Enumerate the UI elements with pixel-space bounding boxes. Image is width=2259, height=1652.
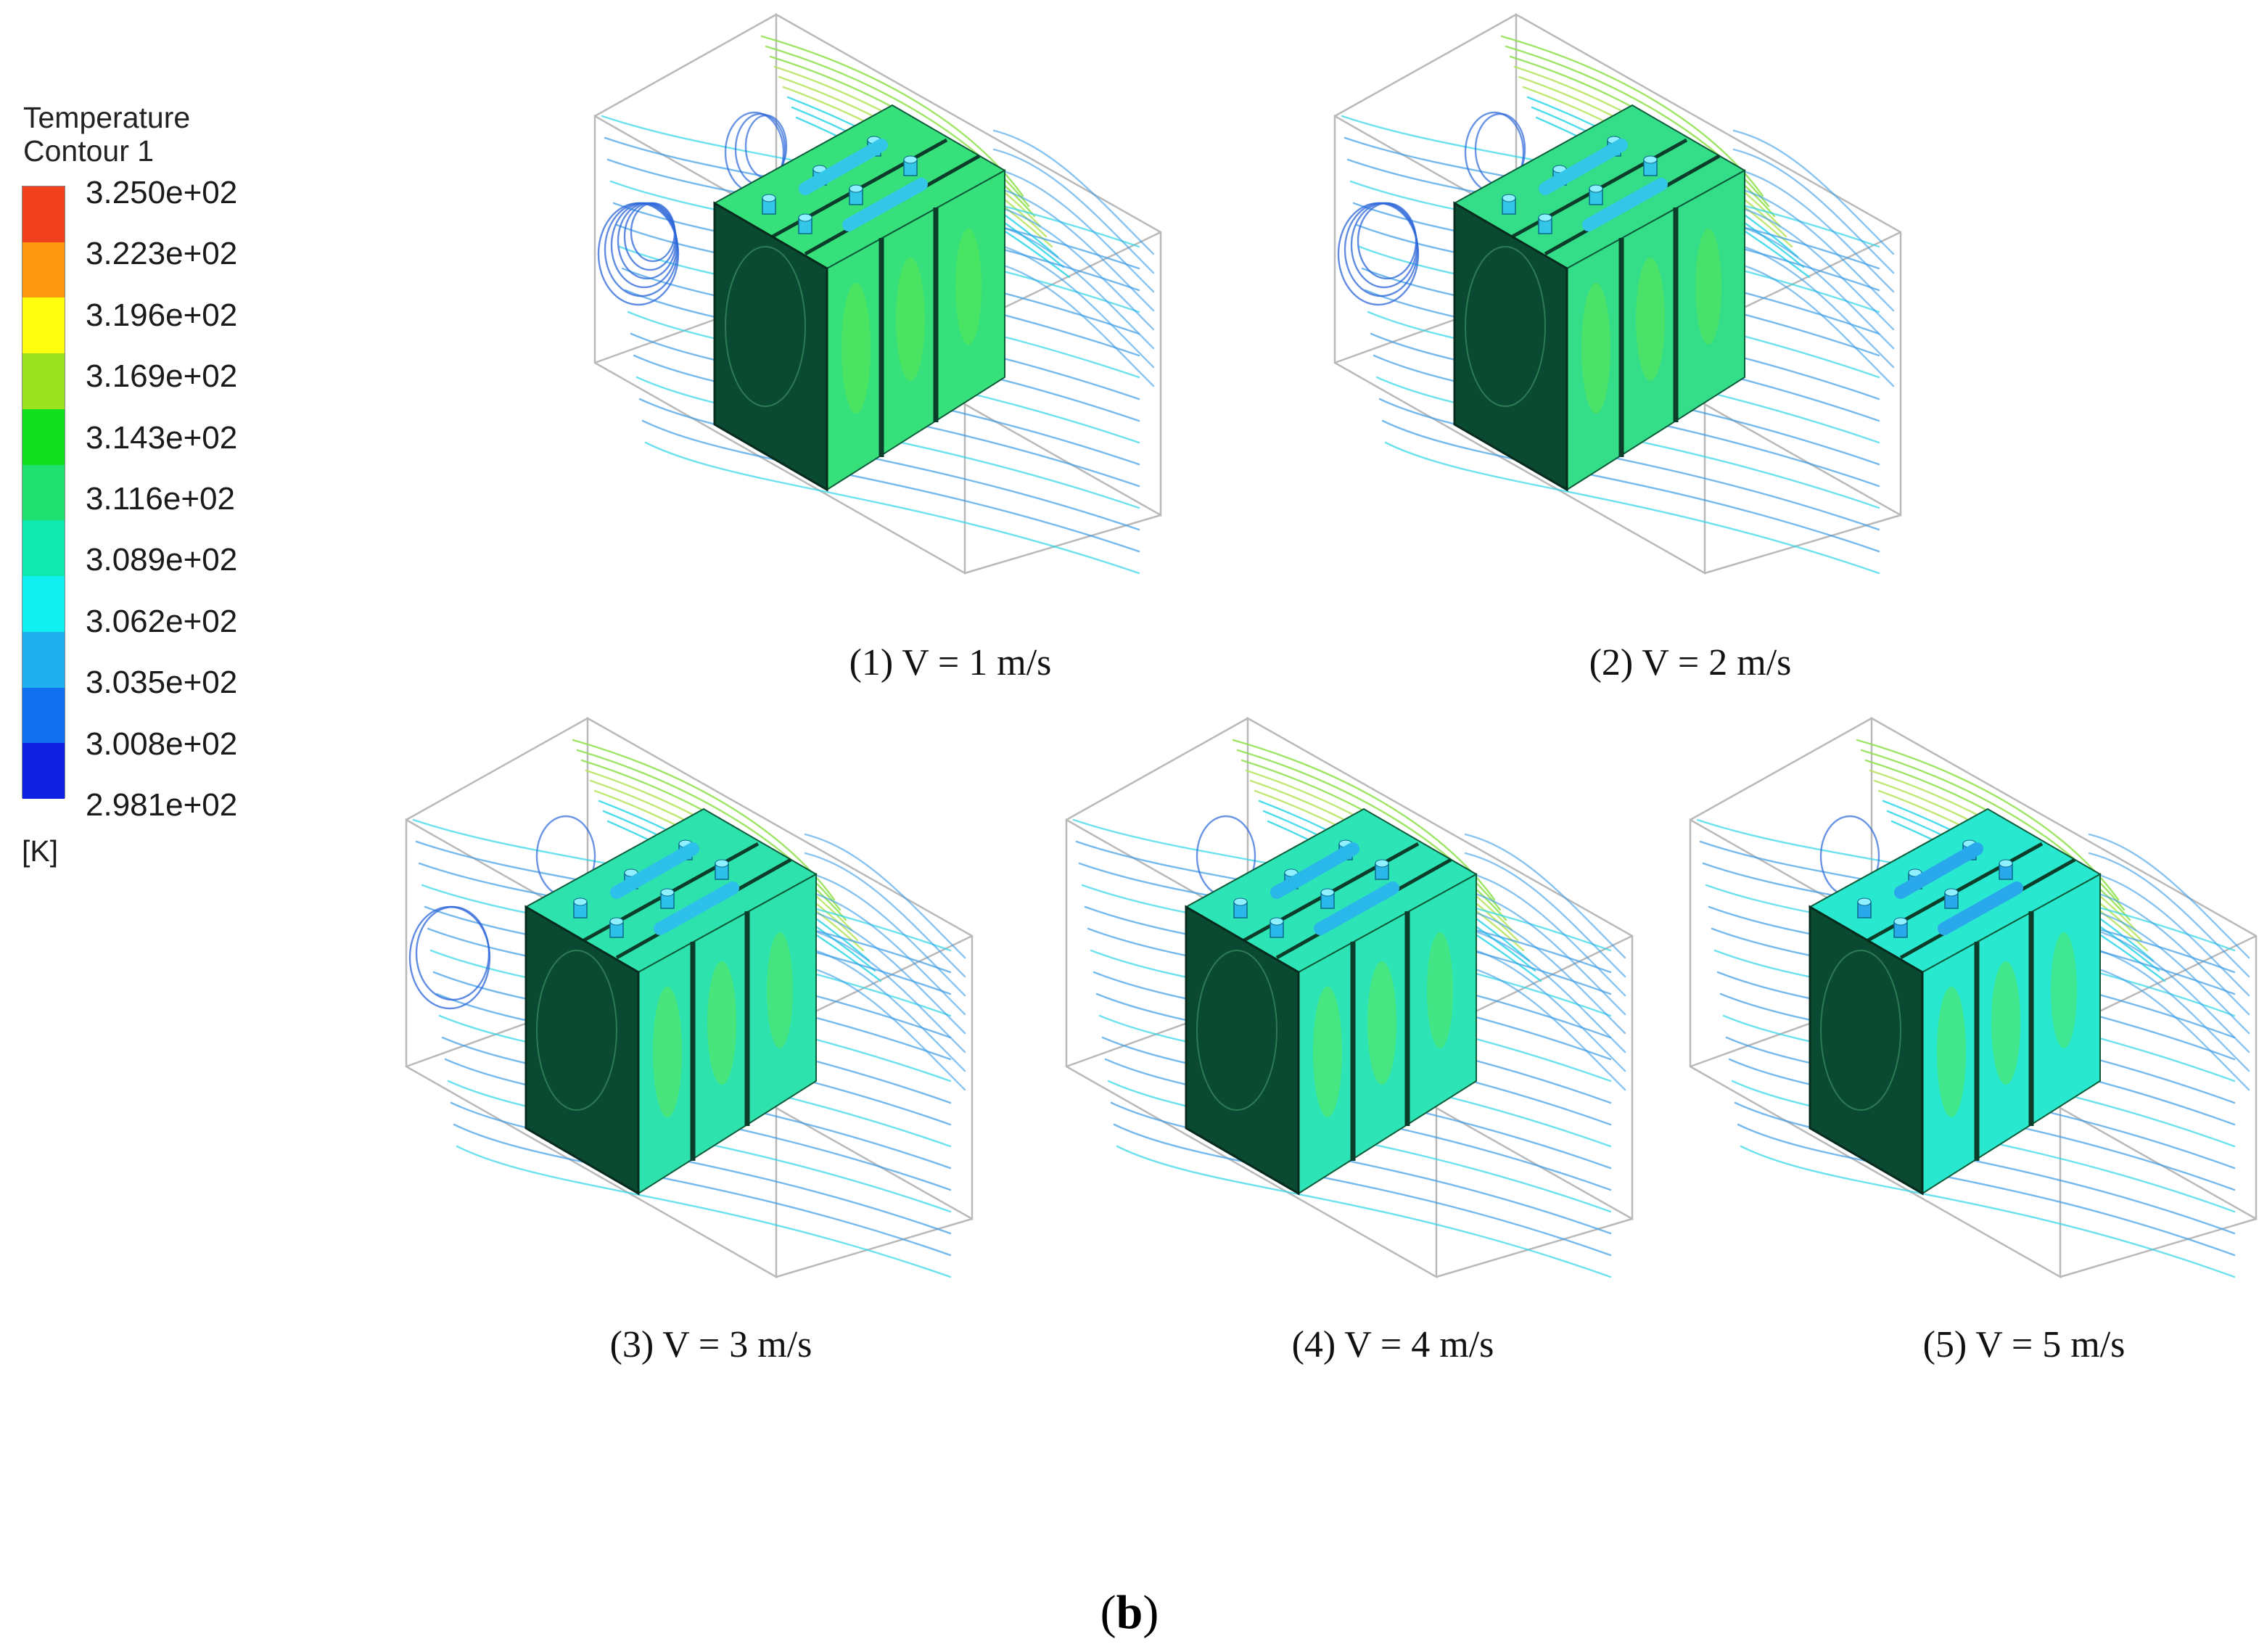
legend-colorbar	[22, 186, 65, 800]
simulation-panel	[1683, 711, 2259, 1291]
legend-tick-label: 3.008e+02	[86, 726, 238, 762]
legend-tick-label: 3.035e+02	[86, 665, 238, 701]
legend-title: Temperature	[23, 101, 191, 134]
legend-subtitle: Contour 1	[23, 134, 155, 168]
battery-module	[1184, 807, 1478, 1196]
legend-tick-label: 3.223e+02	[86, 236, 238, 272]
simulation-panel	[1059, 711, 1639, 1291]
legend-tick-label: 3.116e+02	[86, 481, 235, 517]
battery-module	[1452, 104, 1747, 492]
figure-sublabel: (b)	[1100, 1586, 1159, 1639]
battery-module	[524, 807, 818, 1196]
legend-tick-label: 2.981e+02	[86, 787, 238, 823]
legend-tick-label: 3.062e+02	[86, 603, 238, 639]
legend-color-band	[22, 297, 65, 354]
legend-color-band	[22, 186, 65, 243]
panel-caption: (3) V = 3 m/s	[609, 1324, 812, 1365]
legend-tick-label: 3.196e+02	[86, 297, 238, 333]
legend-color-band	[22, 242, 65, 298]
battery-pack-render	[1065, 716, 1634, 1279]
legend-tick-label: 3.143e+02	[86, 419, 238, 456]
legend-color-band	[22, 520, 65, 577]
legend-tick-label: 3.089e+02	[86, 542, 238, 578]
legend-color-band	[22, 631, 65, 689]
panel-caption: (1) V = 1 m/s	[849, 642, 1052, 683]
simulation-panel	[1328, 7, 1908, 588]
legend-unit: [K]	[22, 834, 59, 868]
battery-pack-render	[1689, 716, 2258, 1279]
battery-module	[712, 104, 1007, 492]
battery-pack-render	[405, 716, 974, 1279]
panel-caption: (4) V = 4 m/s	[1291, 1324, 1494, 1365]
legend-tick-label: 3.250e+02	[86, 175, 238, 210]
legend-color-band	[22, 576, 65, 633]
panel-caption: (5) V = 5 m/s	[1922, 1324, 2126, 1365]
temperature-legend: Temperature Contour 1 3.250e+02 3.223e+02…	[0, 0, 305, 914]
battery-pack-render	[1333, 12, 1902, 575]
panel-caption: (2) V = 2 m/s	[1589, 642, 1792, 683]
battery-pack-render	[593, 12, 1162, 575]
legend-color-band	[22, 743, 65, 800]
legend-tick-label: 3.169e+02	[86, 358, 238, 395]
legend-color-band	[22, 464, 65, 521]
legend-color-band	[22, 408, 65, 466]
battery-module	[1808, 807, 2102, 1196]
simulation-panel	[588, 7, 1168, 588]
legend-color-band	[22, 687, 65, 744]
legend-color-band	[22, 353, 65, 410]
simulation-panel	[399, 711, 979, 1291]
